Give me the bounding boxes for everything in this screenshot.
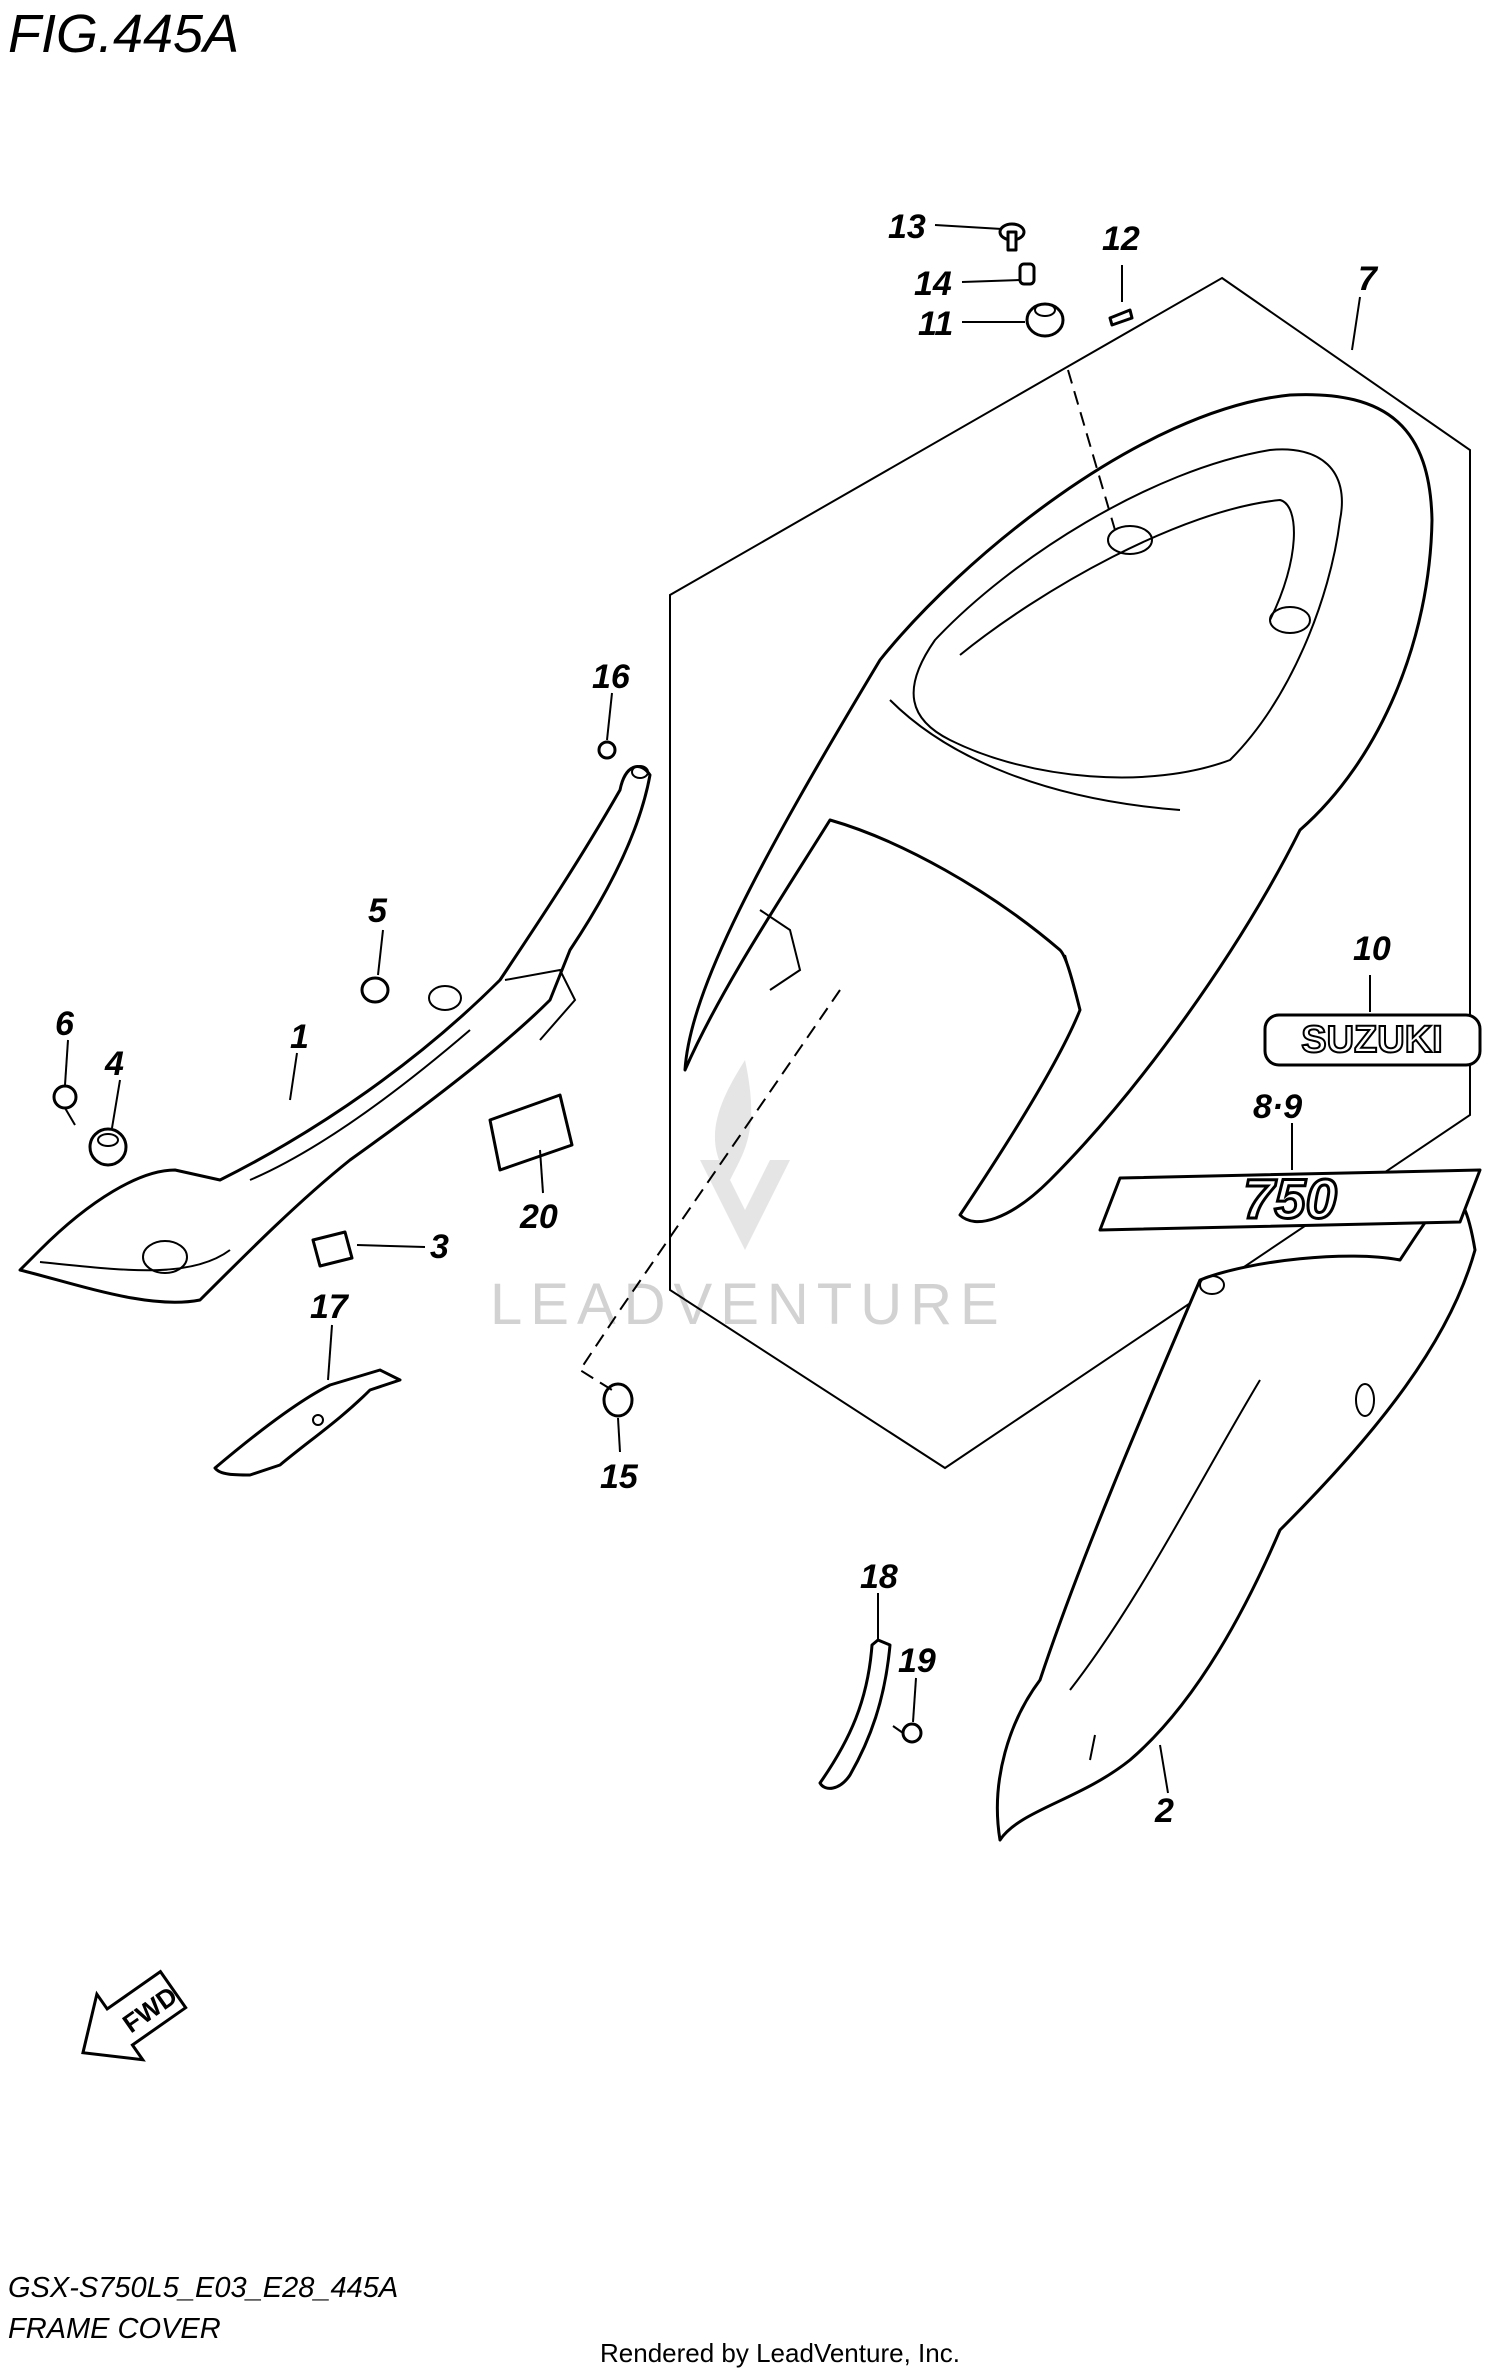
part-16-clip [597,740,617,760]
part-13-screw [998,222,1026,252]
fwd-arrow-icon: FWD [81,1969,188,2062]
part-20-tape [488,1093,574,1172]
part-3-cushion [311,1230,354,1268]
part-6-clip [52,1084,78,1126]
watermark-text: LEADVENTURE [490,1272,1007,1337]
callout-7: 7 [1358,260,1379,298]
part-18-bracket [818,1638,892,1790]
part-4-grommet [88,1127,128,1167]
part-15-grommet [602,1382,634,1418]
callout-15: 15 [600,1458,639,1496]
leadventure-watermark-logo [700,1060,790,1250]
part-14-collar [1018,262,1036,286]
callout-10: 10 [1353,930,1391,968]
callout-12: 12 [1102,220,1140,258]
callout-6: 6 [55,1005,75,1043]
part-12-label [1108,308,1134,327]
part-8-9-750-decal: 750 [1098,1166,1482,1232]
section-name: FRAME COVER [8,2313,221,2345]
callout-18: 18 [860,1558,898,1596]
suzuki-decal-text: SUZUKI [1301,1019,1442,1061]
rendered-by: Rendered by LeadVenture, Inc. [600,2338,960,2368]
callout-17: 17 [310,1288,350,1326]
callout-1: 1 [290,1018,309,1056]
callout-5: 5 [368,892,388,930]
figure-title: FIG.445A [8,4,239,64]
callout-8-9: 8·9 [1253,1088,1302,1126]
callout-19: 19 [898,1642,936,1680]
part-2-right-frame-cover [995,1195,1477,1842]
callout-20: 20 [519,1198,558,1236]
part-19-clip [892,1722,923,1744]
part-17-bracket [213,1368,402,1477]
part-5-grommet [360,976,390,1004]
assembly-boundary [669,276,1471,1470]
callout-11: 11 [918,305,953,343]
model-code: GSX-S750L5_E03_E28_445A [8,2272,398,2304]
750-decal-text: 750 [1243,1167,1336,1230]
part-11-grommet [1025,302,1065,338]
callout-14: 14 [914,265,952,303]
part-10-suzuki-decal: SUZUKI [1263,1013,1482,1067]
callout-2: 2 [1154,1792,1174,1830]
part-1-left-frame-cover [18,765,652,1304]
callout-4: 4 [104,1045,124,1083]
leader-lines [64,224,1371,1794]
callout-16: 16 [592,658,631,696]
part-7-tail-cowl [683,393,1434,1224]
callout-13: 13 [888,208,926,246]
callout-labels: 13 12 7 14 11 16 5 10 6 1 4 8·9 20 3 17 … [55,208,1391,1830]
callout-3: 3 [430,1228,449,1266]
